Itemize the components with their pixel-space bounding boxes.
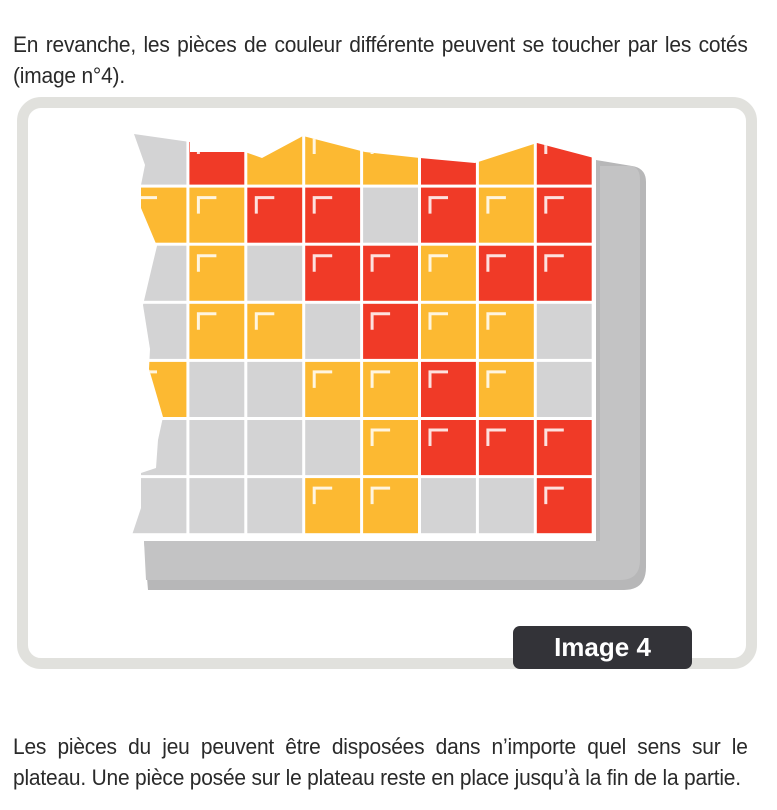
figure-caption: Image 4 [513,626,692,669]
paragraph-top: En revanche, les pièces de couleur diffé… [13,31,748,88]
paragraph-bottom: Les pièces du jeu peuvent être disposées… [13,733,748,790]
figure-frame [17,97,757,669]
